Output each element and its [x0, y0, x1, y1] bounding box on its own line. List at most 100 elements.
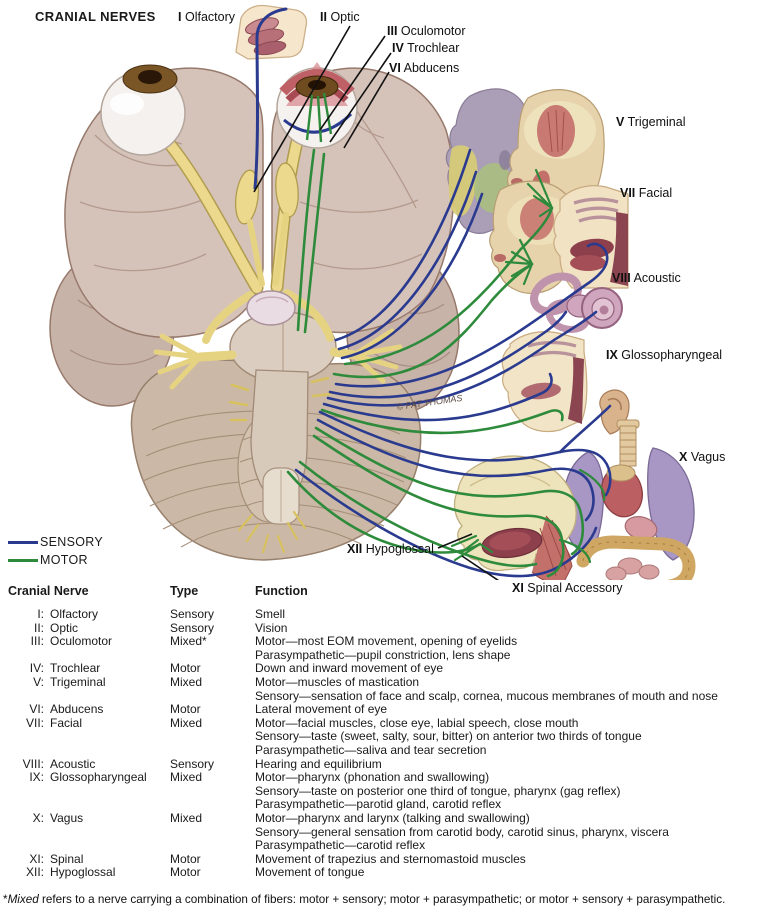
nerve-numeral: IX:: [29, 770, 44, 785]
header-function: Function: [255, 584, 308, 598]
label-abducens: VI Abducens: [389, 61, 460, 75]
table-rows: I: Olfactory Sensory Smell II: Optic Sen…: [0, 607, 766, 880]
function-line: Motor—most EOM movement, opening of eyel…: [255, 634, 518, 649]
nerve-type: Mixed: [170, 770, 203, 785]
facial-mouth-section: [553, 185, 629, 289]
function-line: Movement of trapezius and sternomastoid …: [255, 851, 526, 866]
nerve-type: Mixed: [170, 674, 203, 689]
nerve-type: Motor: [170, 851, 201, 866]
label-olfactory: I Olfactory: [178, 10, 235, 24]
nerve-name: Glossopharyngeal: [50, 770, 147, 785]
function-line: Smell: [255, 607, 286, 621]
table-row: XII: Hypoglossal Motor Movement of tongu…: [0, 866, 766, 880]
nerve-numeral: VIII:: [22, 756, 44, 771]
function-line: Sensory—taste (sweet, salty, sour, bitte…: [255, 729, 642, 744]
nerve-functions: Hearing and equilibrium: [255, 756, 766, 772]
glossopharyngeal-head: [501, 331, 588, 433]
nerve-type: Sensory: [170, 607, 215, 621]
function-line: Sensory—taste on posterior one third of …: [255, 783, 621, 798]
nerve-name: Acoustic: [50, 756, 96, 771]
legend-motor: MOTOR: [8, 551, 103, 569]
table-row: VII: Facial Mixed Motor—facial muscles, …: [0, 715, 766, 758]
nerve-type: Mixed: [170, 715, 203, 730]
nerve-functions: Movement of trapezius and sternomastoid …: [255, 851, 766, 867]
label-hypoglossal: XII Hypoglossal: [347, 542, 434, 556]
table-footnote: *Mixed refers to a nerve carrying a comb…: [3, 893, 726, 906]
nerve-numeral: XI:: [29, 851, 44, 866]
label-trigeminal: V Trigeminal: [616, 115, 686, 129]
nerve-name: Facial: [50, 715, 83, 730]
nerve-type: Motor: [170, 865, 201, 880]
nerve-name: Olfactory: [50, 607, 99, 621]
nerve-name: Hypoglossal: [50, 865, 116, 880]
legend-sensory-label: SENSORY: [40, 535, 104, 549]
label-optic: II Optic: [320, 10, 360, 24]
header-type: Type: [170, 584, 199, 598]
nerve-name: Trochlear: [50, 661, 101, 676]
function-line: Parasympathetic—saliva and tear secretio…: [255, 742, 487, 757]
function-line: Parasympathetic—parotid gland, carotid r…: [255, 797, 502, 812]
nerve-numeral: VI:: [29, 702, 44, 717]
label-oculomotor: III Oculomotor: [387, 24, 466, 38]
table-row: V: Trigeminal Mixed Motor—muscles of mas…: [0, 674, 766, 703]
hypoglossal-head: [453, 455, 577, 580]
function-line: Sensory—sensation of face and scalp, cor…: [255, 688, 718, 703]
table-row: III: Oculomotor Mixed* Motor—most EOM mo…: [0, 634, 766, 662]
legend-sensory: SENSORY: [8, 533, 103, 551]
nerve-name: Abducens: [50, 702, 104, 717]
table-row: VIII: Acoustic Sensory Hearing and equil…: [0, 756, 766, 772]
header-cranial-nerve: Cranial Nerve: [8, 584, 89, 598]
nerve-name: Optic: [50, 620, 79, 635]
nerve-numeral: II:: [33, 620, 44, 635]
nerve-numeral: XII:: [25, 865, 44, 880]
legend-motor-label: MOTOR: [40, 553, 88, 567]
function-line: Hearing and equilibrium: [255, 756, 382, 771]
table-row: II: Optic Sensory Vision: [0, 620, 766, 636]
cranial-nerve-table: Cranial Nerve Type Function I: Olfactory…: [0, 584, 766, 880]
motor-nerve-paths: [286, 148, 606, 578]
nerve-functions: Motor—pharynx and larynx (talking and sw…: [255, 810, 766, 853]
nerve-numeral: V:: [33, 674, 44, 689]
table-row: VI: Abducens Motor Lateral movement of e…: [0, 703, 766, 717]
table-row: X: Vagus Mixed Motor—pharynx and larynx …: [0, 810, 766, 853]
acoustic-cochlea: [530, 272, 623, 333]
nerve-type: Sensory: [170, 620, 215, 635]
label-pointer-lines: [253, 25, 500, 580]
nerve-functions: Motor—most EOM movement, opening of eyel…: [255, 635, 766, 662]
function-line: Motor—pharynx (phonation and swallowing): [255, 770, 490, 785]
label-glossopharyngeal: IX Glossopharyngeal: [606, 348, 723, 362]
nerve-type: Motor: [170, 661, 201, 676]
motor-line-swatch: [8, 558, 38, 562]
left-eye: [100, 64, 186, 156]
right-eye: [276, 62, 358, 149]
label-facial: VII Facial: [620, 186, 673, 200]
nerve-type: Motor: [170, 702, 201, 717]
table-header: Cranial Nerve Type Function: [0, 584, 766, 599]
nerve-type: Mixed*: [170, 634, 207, 649]
nerve-type: Mixed: [170, 810, 203, 825]
vagus-organs: [562, 419, 696, 580]
legend: SENSORY MOTOR: [8, 533, 103, 569]
table-row: IX: Glossopharyngeal Mixed Motor—pharynx…: [0, 770, 766, 812]
nerve-numeral: III:: [30, 634, 44, 649]
nerve-functions: Motor—pharynx (phonation and swallowing)…: [255, 771, 766, 812]
anatomy-illustration: © PAT THOMAS: [49, 4, 696, 580]
function-line: Motor—facial muscles, close eye, labial …: [255, 715, 579, 730]
nerve-type: Sensory: [170, 756, 215, 771]
nose-illustration: [235, 4, 308, 60]
label-vagus: X Vagus: [679, 450, 726, 464]
function-line: Parasympathetic—pupil constriction, lens…: [255, 647, 511, 662]
nerve-functions: Lateral movement of eye: [255, 703, 766, 717]
function-line: Down and inward movement of eye: [255, 661, 444, 676]
nerve-name: Spinal: [50, 851, 84, 866]
label-spinal-accessory: XI Spinal Accessory: [512, 581, 623, 595]
function-line: Lateral movement of eye: [255, 702, 388, 717]
nerve-functions: Vision: [255, 621, 766, 636]
nerve-functions: Down and inward movement of eye: [255, 662, 766, 676]
function-line: Parasympathetic—carotid reflex: [255, 838, 426, 853]
function-line: Motor—pharynx and larynx (talking and sw…: [255, 810, 530, 825]
function-line: Sensory—general sensation from carotid b…: [255, 824, 669, 839]
nerve-numeral: X:: [32, 810, 44, 825]
